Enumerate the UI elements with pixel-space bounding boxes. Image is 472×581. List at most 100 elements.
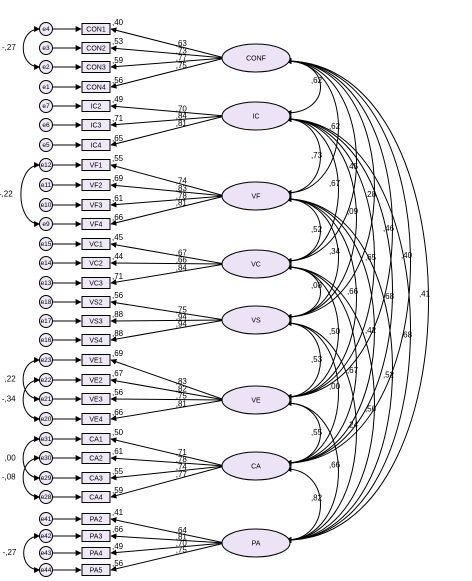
indicator-name: CA3 — [89, 475, 103, 482]
r2-label-con4: ,56 — [112, 76, 124, 85]
correlation-vf-vc — [285, 196, 321, 264]
error-circle — [39, 314, 53, 328]
latent-vf: VF — [221, 181, 291, 211]
error-e30: e30 — [39, 451, 53, 465]
indicator-box — [81, 513, 111, 525]
indicator-vc2: VC2 — [81, 257, 111, 269]
r2-label-vf2: ,69 — [112, 174, 124, 183]
error-name: e15 — [41, 241, 52, 248]
error-e7: e7 — [39, 99, 53, 113]
indicator-ca4: CA4 — [81, 491, 111, 503]
error-name: e10 — [41, 202, 52, 209]
error-e28: e28 — [39, 490, 53, 504]
indicator-box — [81, 393, 111, 405]
indicator-name: VE2 — [89, 377, 102, 384]
indicator-vf3: VF3 — [81, 199, 111, 211]
loading-label-vf4: ,81 — [176, 199, 188, 208]
error-e21: e21 — [39, 392, 53, 406]
indicator-vc3: VC3 — [81, 277, 111, 289]
path-labels: ,63,40,73,53,77,59,75,56,70,49,84,71,81,… — [0, 18, 431, 568]
correlation-vs-pa — [285, 320, 357, 543]
path-nodes: CON1e4CON2e3CON3e2CON4e1IC2e7IC3e6IC4e5V… — [39, 22, 291, 577]
error-name: e22 — [41, 377, 52, 384]
loading-path-vs2 — [110, 299, 226, 321]
indicator-name: VF4 — [90, 221, 103, 228]
loading-label-vc2: ,66 — [176, 256, 188, 265]
r2-label-pa4: ,49 — [112, 542, 124, 551]
indicator-box — [81, 238, 111, 250]
correlation-label-vs-pa: ,24 — [347, 421, 359, 430]
error-e31: e31 — [39, 432, 53, 446]
error-circle — [39, 529, 53, 543]
indicator-con3: CON3 — [81, 61, 111, 73]
loading-label-ve2: ,82 — [176, 385, 188, 394]
loading-path-pa5 — [110, 542, 226, 572]
error-name: e42 — [41, 533, 52, 540]
error-circle — [39, 546, 53, 560]
error-circle — [39, 373, 53, 387]
error-name: e7 — [42, 103, 50, 110]
error-e5: e5 — [39, 138, 53, 152]
indicator-ic2: IC2 — [81, 100, 111, 112]
indicator-box — [81, 179, 111, 191]
indicator-box — [81, 374, 111, 386]
correlation-label-vf-vc: ,52 — [311, 225, 323, 234]
latent-name: PA — [252, 540, 261, 547]
error-e2: e2 — [39, 60, 53, 74]
error-e15: e15 — [39, 237, 53, 251]
latent-ellipse — [221, 101, 291, 131]
correlation-label-ve-pa: ,66 — [329, 461, 341, 470]
correlation-ic-pa — [285, 116, 411, 543]
correlation-label-conf-vc: ,45 — [347, 162, 359, 171]
indicator-con2: CON2 — [81, 42, 111, 54]
error-e12: e12 — [39, 158, 53, 172]
correlation-vc-pa — [285, 264, 375, 543]
indicator-box — [81, 277, 111, 289]
latent-name: VF — [252, 193, 261, 200]
error-name: e44 — [41, 567, 52, 574]
error-name: e5 — [42, 142, 50, 149]
error-covariance-label-e23-e21: ,22 — [5, 375, 17, 384]
latent-ellipse — [221, 249, 291, 279]
error-name: e43 — [41, 550, 52, 557]
error-e6: e6 — [39, 118, 53, 132]
indicator-box — [81, 491, 111, 503]
latent-ellipse — [221, 385, 291, 415]
error-e9: e9 — [39, 217, 53, 231]
indicator-box — [81, 199, 111, 211]
error-name: e6 — [42, 122, 50, 129]
loading-path-ve4 — [110, 399, 226, 422]
error-circle — [39, 353, 53, 367]
latent-ic: IC — [221, 101, 291, 131]
correlation-label-ic-vf: ,73 — [311, 151, 323, 160]
error-e17: e17 — [39, 314, 53, 328]
error-circle — [39, 276, 53, 290]
error-e1: e1 — [39, 80, 53, 94]
correlation-label-conf-ve: ,46 — [383, 224, 395, 233]
loading-label-ca3: ,74 — [176, 463, 188, 472]
indicator-name: IC4 — [91, 142, 102, 149]
indicator-box — [81, 564, 111, 576]
correlation-label-vc-ca: ,67 — [347, 366, 359, 375]
loading-path-pa3 — [110, 533, 226, 544]
loading-label-ve1: ,83 — [176, 377, 188, 386]
indicator-name: CON4 — [86, 84, 106, 91]
indicator-box — [81, 257, 111, 269]
loading-path-vf3 — [110, 195, 226, 208]
correlation-conf-ca — [285, 58, 411, 466]
loading-path-vf4 — [110, 195, 226, 226]
indicator-name: CON3 — [86, 64, 106, 71]
error-circle — [39, 99, 53, 113]
r2-label-ca3: ,55 — [112, 467, 124, 476]
error-name: e41 — [41, 516, 52, 523]
correlation-label-vf-vs: ,34 — [329, 247, 341, 256]
error-circle — [39, 237, 53, 251]
correlation-vs-ve — [285, 320, 321, 400]
error-covariance-e42-e44 — [23, 533, 41, 573]
error-circle — [39, 512, 53, 526]
loading-label-vf3: ,78 — [176, 192, 188, 201]
loading-label-con3: ,77 — [176, 54, 188, 63]
indicator-name: CA2 — [89, 455, 103, 462]
error-covariance-e31-e29 — [22, 436, 41, 481]
error-covariance-e23-e21 — [22, 357, 41, 402]
